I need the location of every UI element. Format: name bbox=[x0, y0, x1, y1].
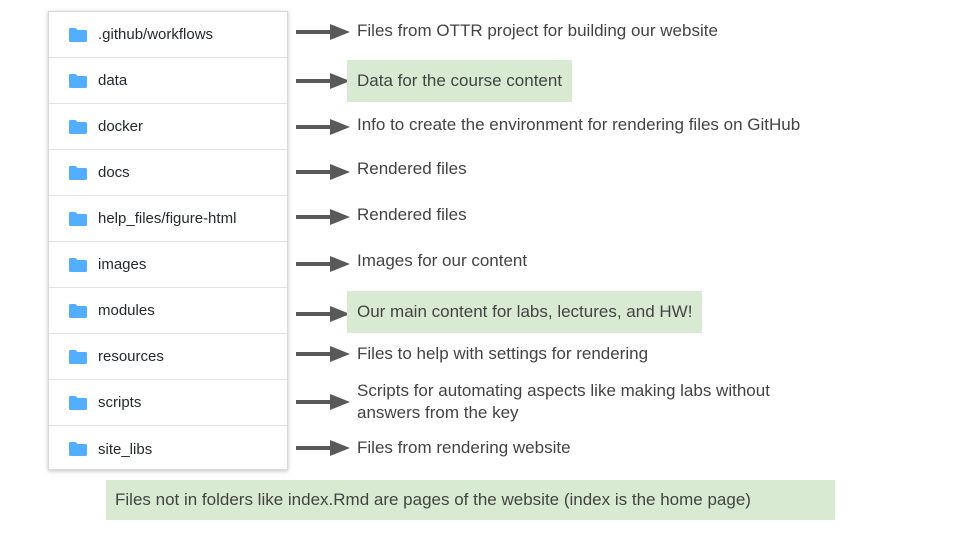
right-arrow-icon bbox=[296, 394, 350, 410]
folder-name: .github/workflows bbox=[98, 26, 214, 43]
folder-name: resources bbox=[98, 348, 164, 365]
folder-icon bbox=[69, 27, 87, 42]
folder-row-modules[interactable]: modules bbox=[49, 288, 287, 334]
folder-list: .github/workflows data docker docs help_… bbox=[48, 11, 288, 470]
folder-row-images[interactable]: images bbox=[49, 242, 287, 288]
right-arrow-icon bbox=[296, 164, 350, 180]
folder-icon bbox=[69, 119, 87, 134]
folder-row-resources[interactable]: resources bbox=[49, 334, 287, 380]
folder-name: images bbox=[98, 256, 147, 273]
description-images: Images for our content bbox=[357, 251, 528, 270]
folder-name: modules bbox=[98, 302, 155, 319]
folder-icon bbox=[69, 303, 87, 318]
description-docker: Info to create the environment for rende… bbox=[357, 115, 801, 134]
folder-row-help-files[interactable]: help_files/figure-html bbox=[49, 196, 287, 242]
folder-icon bbox=[69, 395, 87, 410]
folder-icon bbox=[69, 73, 87, 88]
folder-icon bbox=[69, 349, 87, 364]
right-arrow-icon bbox=[296, 209, 350, 225]
folder-icon bbox=[69, 442, 87, 456]
folder-name: scripts bbox=[98, 394, 142, 411]
right-arrow-icon bbox=[296, 440, 350, 456]
folder-row-site-libs[interactable]: site_libs bbox=[49, 426, 287, 472]
folder-icon bbox=[69, 211, 87, 226]
folder-name: data bbox=[98, 72, 128, 89]
description-help-files: Rendered files bbox=[357, 205, 467, 224]
folder-icon bbox=[69, 165, 87, 180]
right-arrow-icon bbox=[296, 346, 350, 362]
folder-row-github-workflows[interactable]: .github/workflows bbox=[49, 12, 287, 58]
right-arrow-icon bbox=[296, 24, 350, 40]
folder-row-docs[interactable]: docs bbox=[49, 150, 287, 196]
description-data: Data for the course content bbox=[347, 60, 573, 102]
folder-row-docker[interactable]: docker bbox=[49, 104, 287, 150]
right-arrow-icon bbox=[296, 73, 350, 89]
folder-name: help_files/figure-html bbox=[98, 210, 237, 227]
description-scripts: Scripts for automating aspects like maki… bbox=[357, 381, 770, 422]
footer-note: Files not in folders like index.Rmd are … bbox=[106, 480, 835, 520]
description-resources: Files to help with settings for renderin… bbox=[357, 344, 649, 363]
folder-row-data[interactable]: data bbox=[49, 58, 287, 104]
description-github-workflows: Files from OTTR project for building our… bbox=[357, 21, 718, 40]
description-site-libs: Files from rendering website bbox=[357, 438, 571, 457]
folder-row-scripts[interactable]: scripts bbox=[49, 380, 287, 426]
right-arrow-icon bbox=[296, 306, 350, 322]
description-modules: Our main content for labs, lectures, and… bbox=[347, 291, 703, 333]
description-docs: Rendered files bbox=[357, 159, 467, 178]
folder-icon bbox=[69, 257, 87, 272]
folder-name: docs bbox=[98, 164, 130, 181]
folder-name: site_libs bbox=[98, 440, 153, 458]
right-arrow-icon bbox=[296, 256, 350, 272]
right-arrow-icon bbox=[296, 119, 350, 135]
folder-name: docker bbox=[98, 118, 144, 135]
